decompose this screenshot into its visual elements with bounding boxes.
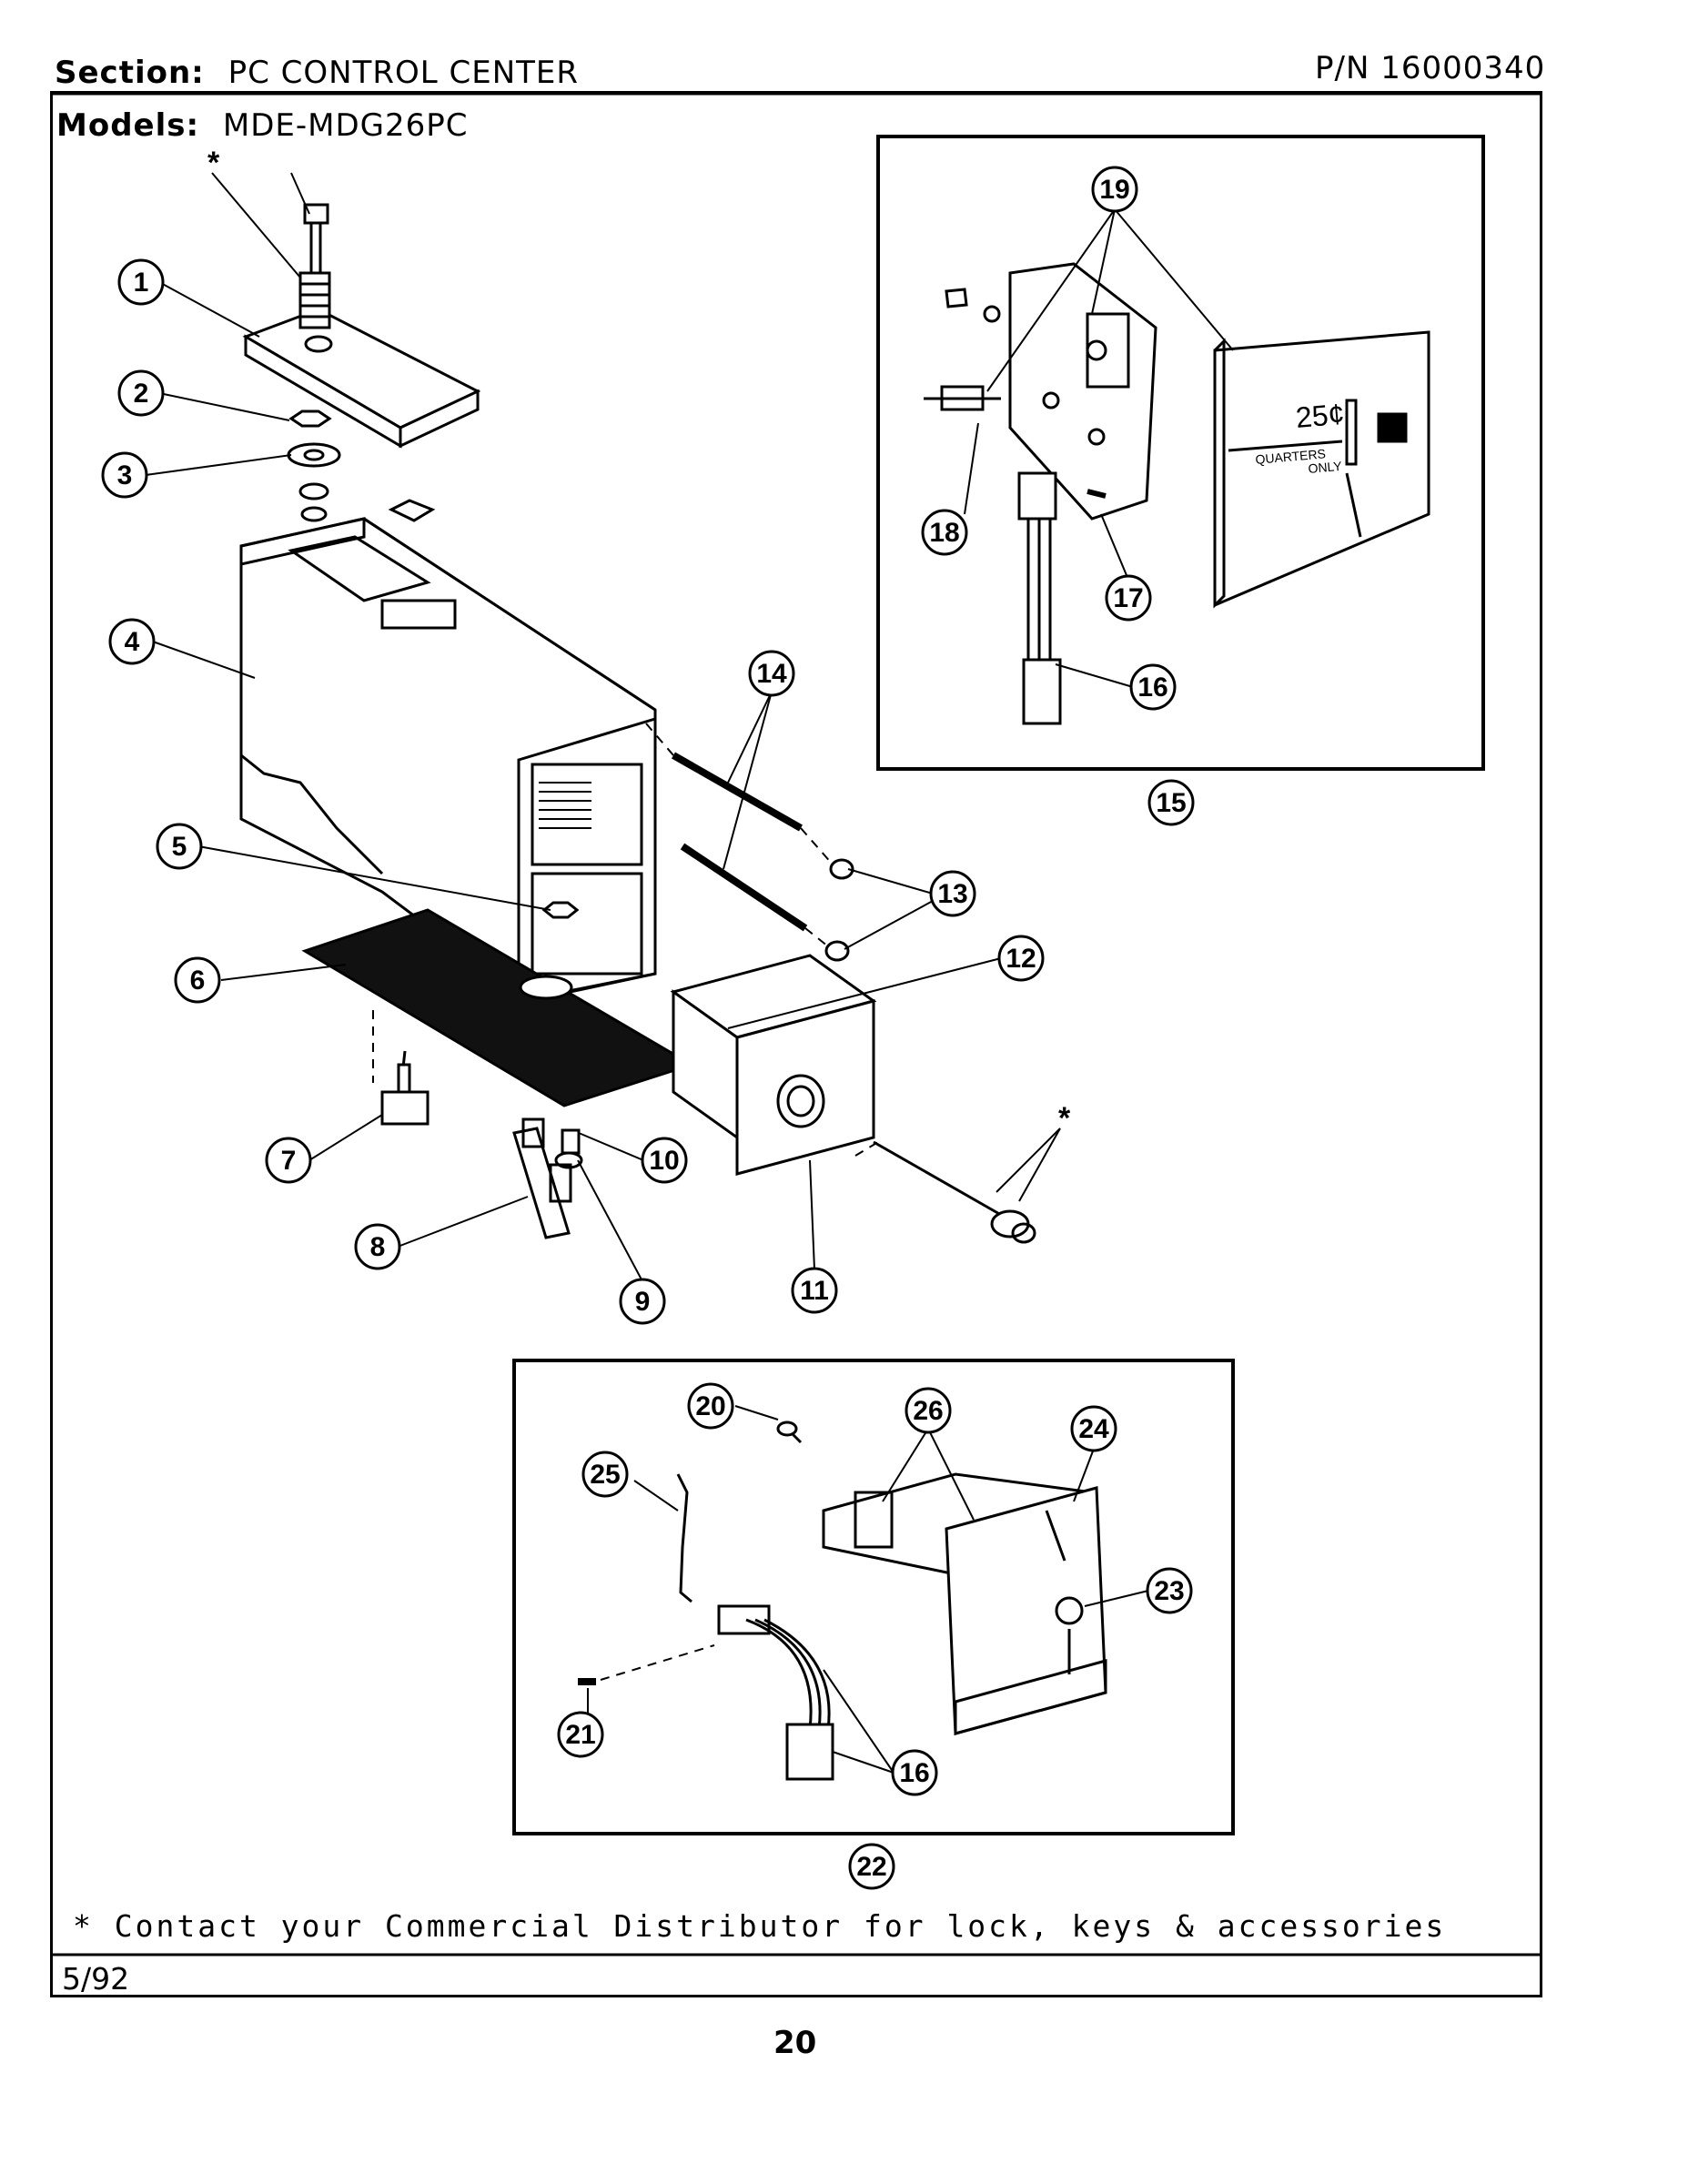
bracket-part — [512, 1127, 571, 1239]
callout-circle-9 — [619, 1278, 666, 1325]
revision-date: 5/92 — [62, 1961, 130, 1997]
callout-circle-5 — [156, 823, 203, 870]
callout-circle-4 — [108, 618, 156, 665]
coin-box-part — [670, 954, 877, 1176]
coin-mechanism-part — [924, 262, 1157, 521]
callout-circle-15 — [1147, 779, 1195, 826]
callout-number-16: 16 — [1137, 672, 1167, 703]
callout-number-25: 25 — [590, 1460, 620, 1490]
callout-number-12: 12 — [1006, 944, 1036, 974]
callout-circle-25 — [581, 1451, 629, 1498]
rod-part-upper — [672, 752, 803, 832]
callout-number-10: 10 — [649, 1146, 679, 1176]
harness-part-16-lower — [717, 1604, 834, 1781]
callout-circle-16 — [891, 1749, 938, 1796]
section-label: Section: — [55, 55, 205, 91]
coin-label-plate-part — [1213, 330, 1430, 609]
callout-number-22: 22 — [856, 1852, 886, 1882]
page-number: 20 — [773, 2025, 817, 2061]
distributor-note: * Contact your Commercial Distributor fo… — [73, 1908, 1447, 1944]
callout-circle-23 — [1146, 1567, 1193, 1614]
callout-number-26: 26 — [913, 1396, 943, 1426]
callout-number-16: 16 — [899, 1758, 929, 1788]
models-value: MDE-MDG26PC — [222, 107, 469, 144]
callout-number-24: 24 — [1078, 1414, 1109, 1444]
callout-number-14: 14 — [756, 659, 787, 689]
callout-number-4: 4 — [125, 627, 140, 657]
callout-circle-19 — [1091, 166, 1138, 213]
screw-part-20 — [776, 1421, 803, 1444]
callout-circle-10 — [641, 1137, 688, 1184]
harness-part-16-upper — [1017, 471, 1062, 725]
callout-circle-17 — [1105, 574, 1152, 622]
callout-number-19: 19 — [1099, 175, 1129, 205]
rod-part-lower — [680, 843, 808, 932]
callout-number-11: 11 — [800, 1276, 829, 1306]
callout-circle-20 — [687, 1382, 734, 1430]
callout-number-7: 7 — [281, 1146, 297, 1176]
coin-quarters-text: QUARTERS — [1255, 446, 1327, 467]
models-heading: Models: MDE-MDG26PC — [56, 107, 469, 144]
asterisk-rod: * — [1058, 1101, 1071, 1136]
callout-number-15: 15 — [1156, 788, 1186, 818]
lock-key-part — [298, 203, 331, 329]
models-label: Models: — [56, 107, 200, 144]
section-heading: Section: PC CONTROL CENTER — [55, 55, 579, 91]
callout-number-6: 6 — [190, 966, 206, 996]
callout-circle-18 — [921, 509, 968, 556]
callout-number-13: 13 — [937, 879, 967, 909]
lid-plate-part — [242, 308, 481, 449]
section-value: PC CONTROL CENTER — [227, 55, 580, 91]
callout-circle-6 — [174, 956, 221, 1004]
toggle-switch-part — [380, 1050, 430, 1126]
callout-circle-22 — [848, 1843, 895, 1890]
callout-circle-14 — [748, 650, 795, 697]
callout-number-8: 8 — [370, 1232, 386, 1262]
coin-price-text: 25¢ — [1294, 397, 1345, 434]
callout-number-2: 2 — [134, 379, 149, 409]
callout-number-3: 3 — [117, 460, 133, 490]
coin-drop-assembly-part — [822, 1472, 1107, 1735]
inset-box-15 — [876, 135, 1485, 771]
callout-number-1: 1 — [134, 268, 149, 298]
callout-number-5: 5 — [172, 832, 187, 862]
lock-rod-part — [873, 1140, 1036, 1244]
callout-circle-26 — [905, 1387, 952, 1434]
callout-circle-21 — [557, 1711, 604, 1758]
nut-washer-stack — [287, 410, 341, 522]
inset-box-22 — [512, 1359, 1235, 1835]
callout-number-18: 18 — [929, 518, 959, 548]
callout-number-21: 21 — [565, 1720, 595, 1750]
callout-circle-24 — [1070, 1405, 1117, 1452]
callout-circle-1 — [117, 258, 165, 306]
callout-number-23: 23 — [1154, 1576, 1184, 1606]
callout-circle-13 — [929, 870, 976, 917]
callout-circle-2 — [117, 369, 165, 417]
coin-only-text: ONLY — [1308, 459, 1343, 476]
callout-circle-8 — [354, 1223, 401, 1270]
asterisk-lock: * — [207, 146, 220, 180]
part-number: P/N 16000340 — [1315, 50, 1546, 86]
callout-circle-7 — [265, 1137, 312, 1184]
callout-circle-16 — [1129, 663, 1177, 711]
callout-number-9: 9 — [635, 1287, 651, 1317]
callout-number-17: 17 — [1113, 583, 1143, 613]
console-housing-part — [239, 499, 657, 1003]
nut-part-5 — [541, 901, 580, 919]
callout-circle-3 — [101, 451, 148, 499]
callout-number-20: 20 — [695, 1391, 725, 1421]
callout-circle-11 — [791, 1267, 838, 1314]
spring-part-25 — [676, 1473, 692, 1603]
callout-circle-12 — [997, 935, 1045, 982]
